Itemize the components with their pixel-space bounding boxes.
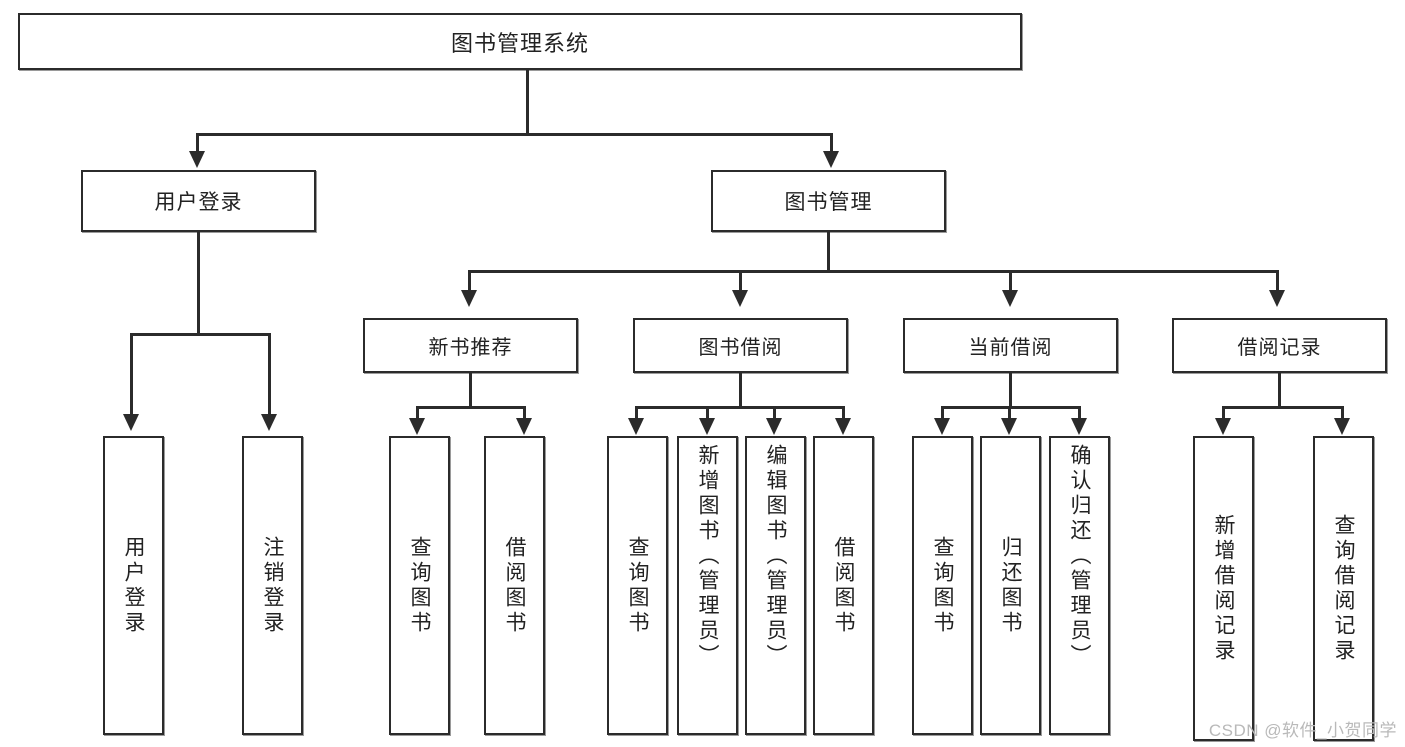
connector-book-manage-stem [827, 232, 830, 272]
connector-root-bus [196, 133, 833, 136]
leaf-borrow-add-book-admin: 新增图书（管理员） [677, 436, 738, 735]
arrow-new-book-to-query [409, 418, 425, 435]
leaf-user-login: 用户登录 [103, 436, 164, 735]
connector-book-borrow-drop-2 [706, 406, 709, 420]
connector-book-manage-drop-4 [1276, 270, 1279, 292]
connector-borrow-record-stem [1278, 373, 1281, 408]
connector-current-borrow-drop-2 [1008, 406, 1011, 420]
csdn-watermark: CSDN @软件_小贺同学 [1208, 721, 1397, 740]
connector-book-borrow-bus [635, 406, 845, 409]
arrow-user-login-to-logout [261, 414, 277, 431]
connector-book-borrow-stem [739, 373, 742, 408]
arrow-current-borrow-to-return [1001, 418, 1017, 435]
connector-new-book-stem [469, 373, 472, 408]
connector-user-login-bus [130, 333, 270, 336]
connector-user-login-drop-1 [130, 333, 133, 416]
leaf-record-query-record: 查询借阅记录 [1313, 436, 1374, 741]
connector-current-borrow-drop-3 [1078, 406, 1081, 420]
arrow-book-borrow-to-add [699, 418, 715, 435]
node-current-borrow: 当前借阅 [903, 318, 1118, 373]
arrow-to-new-book-recommend [461, 290, 477, 307]
arrow-book-borrow-to-query [628, 418, 644, 435]
leaf-borrow-edit-book-admin: 编辑图书（管理员） [745, 436, 806, 735]
arrow-borrow-record-to-query [1334, 418, 1350, 435]
connector-borrow-record-bus [1222, 406, 1344, 409]
arrow-current-borrow-to-query [934, 418, 950, 435]
arrow-root-to-book-manage [823, 151, 839, 168]
connector-book-borrow-drop-3 [773, 406, 776, 420]
connector-book-borrow-drop-4 [842, 406, 845, 420]
connector-book-manage-drop-2 [739, 270, 742, 292]
leaf-new-book-query-book: 查询图书 [389, 436, 450, 735]
connector-user-login-stem [197, 232, 200, 335]
node-borrow-record: 借阅记录 [1172, 318, 1387, 373]
leaf-current-confirm-return-admin: 确认归还（管理员） [1049, 436, 1110, 735]
arrow-borrow-record-to-add [1215, 418, 1231, 435]
arrow-to-current-borrow [1002, 290, 1018, 307]
connector-root-to-book-manage [830, 133, 833, 153]
arrow-to-borrow-record [1269, 290, 1285, 307]
connector-current-borrow-bus [941, 406, 1081, 409]
arrow-user-login-to-login [123, 414, 139, 431]
leaf-borrow-lend-book: 借阅图书 [813, 436, 874, 735]
leaf-borrow-query-book: 查询图书 [607, 436, 668, 735]
node-book-borrow: 图书借阅 [633, 318, 848, 373]
leaf-record-add-record: 新增借阅记录 [1193, 436, 1254, 741]
connector-borrow-record-drop-1 [1222, 406, 1225, 420]
connector-current-borrow-drop-1 [941, 406, 944, 420]
leaf-logout: 注销登录 [242, 436, 303, 735]
arrow-new-book-to-borrow [516, 418, 532, 435]
connector-book-manage-bus [468, 270, 1278, 273]
connector-new-book-drop-1 [416, 406, 419, 420]
arrow-book-borrow-to-lend [835, 418, 851, 435]
arrow-book-borrow-to-edit [766, 418, 782, 435]
node-user-login: 用户登录 [81, 170, 316, 232]
connector-root-stem [526, 70, 529, 135]
arrow-root-to-user-login [189, 151, 205, 168]
leaf-current-return-book: 归还图书 [980, 436, 1041, 735]
connector-book-borrow-drop-1 [635, 406, 638, 420]
connector-book-manage-drop-1 [468, 270, 471, 292]
leaf-current-query-book: 查询图书 [912, 436, 973, 735]
node-book-management: 图书管理 [711, 170, 946, 232]
connector-current-borrow-stem [1009, 373, 1012, 408]
connector-book-manage-drop-3 [1009, 270, 1012, 292]
node-new-book-recommend: 新书推荐 [363, 318, 578, 373]
leaf-new-book-borrow-book: 借阅图书 [484, 436, 545, 735]
node-root-system: 图书管理系统 [18, 13, 1022, 70]
connector-user-login-drop-2 [268, 333, 271, 416]
connector-new-book-drop-2 [523, 406, 526, 420]
connector-root-to-user-login [196, 133, 199, 153]
connector-borrow-record-drop-2 [1341, 406, 1344, 420]
arrow-to-book-borrow [732, 290, 748, 307]
arrow-current-borrow-to-confirm [1071, 418, 1087, 435]
connector-new-book-bus [416, 406, 526, 409]
